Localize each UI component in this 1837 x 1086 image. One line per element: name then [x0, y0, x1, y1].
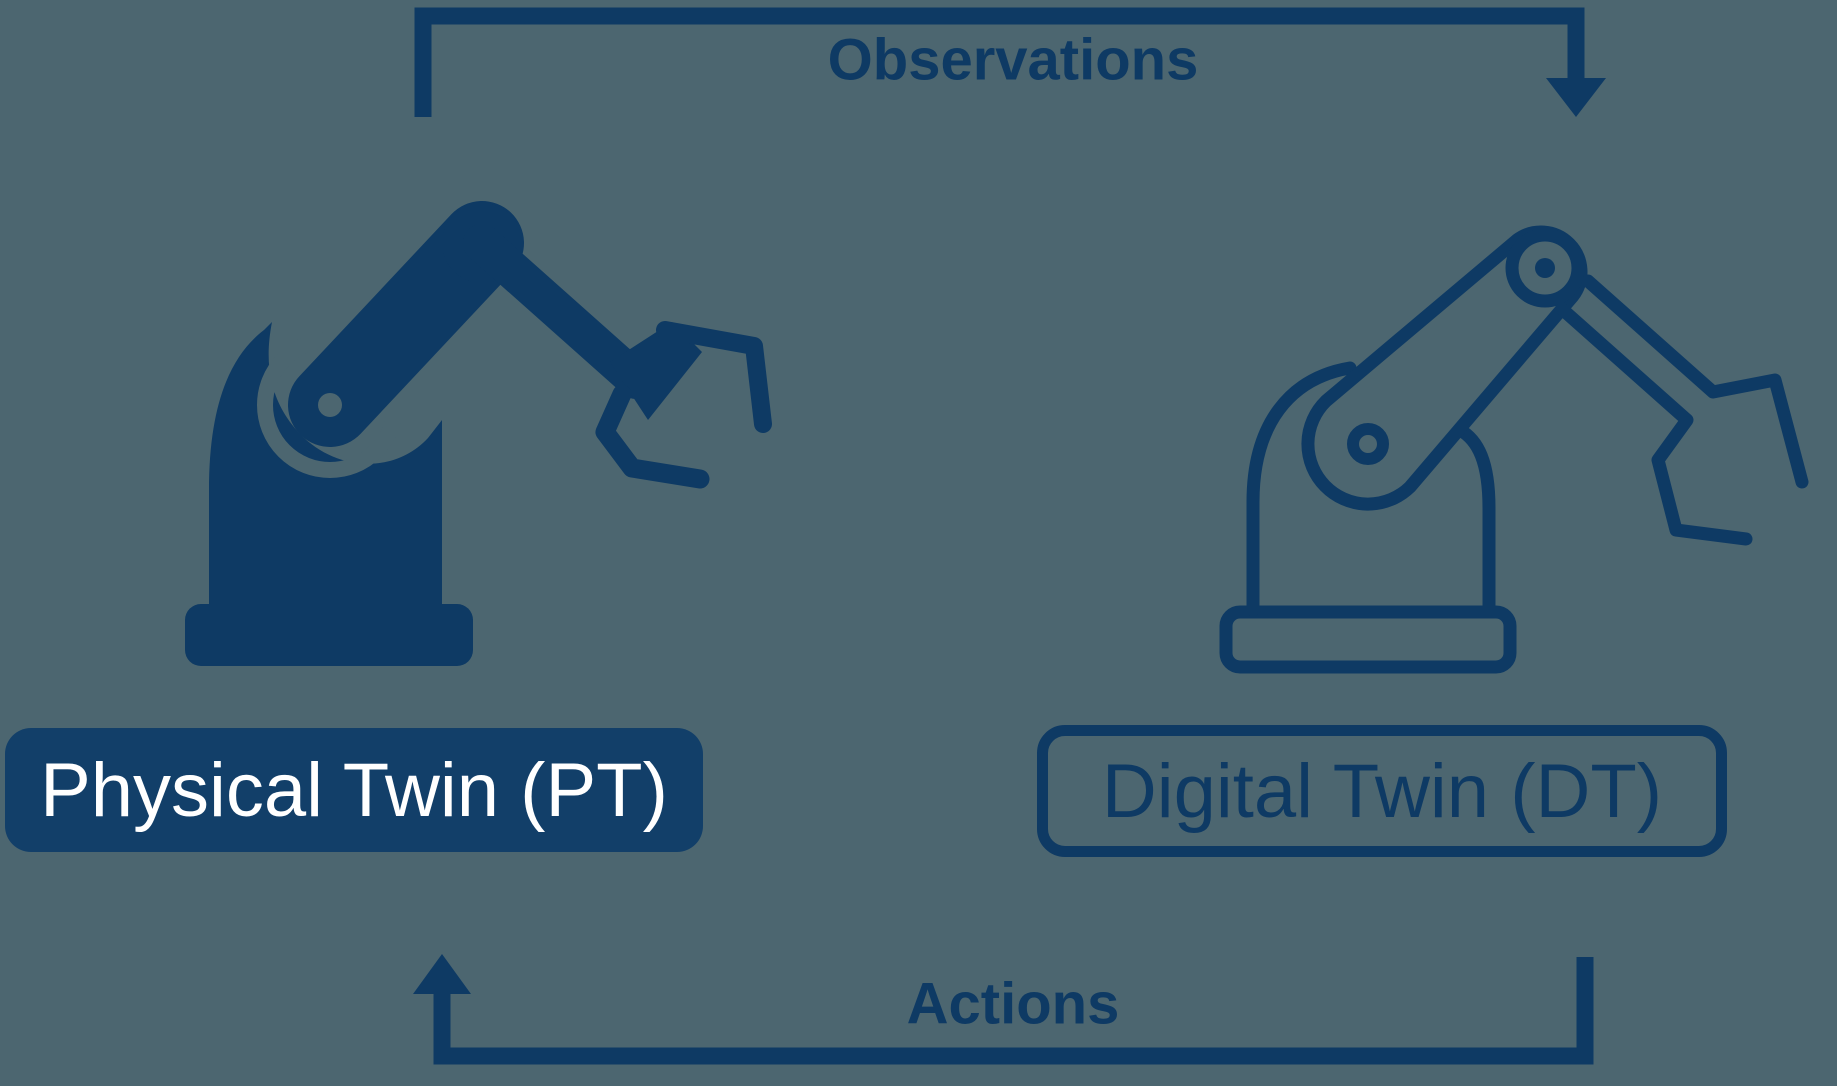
robot-forearm-upper-line: [1581, 274, 1809, 489]
robot-arm-outline-icon: [1219, 225, 1809, 674]
robot-forearm-lower-line: [1555, 302, 1753, 546]
robot-gripper-upper-claw: [656, 321, 772, 433]
digital-twin-box: Digital Twin (DT): [1037, 725, 1727, 857]
robot-pedestal: [185, 604, 473, 666]
robot-forearm: [463, 224, 655, 399]
actions-arrowhead-icon: [413, 954, 471, 994]
robot-pivot-hub: [318, 393, 342, 417]
physical-twin-box: Physical Twin (PT): [5, 728, 703, 852]
observations-arrowhead-icon: [1546, 78, 1606, 117]
robot-pedestal-outline: [1219, 605, 1517, 674]
physical-twin-label: Physical Twin (PT): [40, 747, 668, 833]
robot-joint-outline: [1505, 228, 1585, 308]
robot-pivot-outline: [1347, 423, 1389, 465]
actions-arrow: [413, 954, 1594, 1065]
robot-gripper-palm: [610, 322, 702, 420]
observations-arrow-line: [414, 7, 1585, 117]
observations-label: Observations: [827, 27, 1199, 93]
robot-joint-hub-dot: [1535, 258, 1555, 278]
digital-twin-label: Digital Twin (DT): [1101, 748, 1663, 834]
shoulder-gap: [257, 332, 403, 478]
actions-arrow-line: [433, 957, 1594, 1065]
observations-arrow: [414, 7, 1606, 117]
robot-base-left-edge: [1246, 361, 1357, 617]
robot-gripper-lower-claw: [595, 384, 710, 489]
robot-base-right-edge: [1453, 423, 1496, 617]
actions-label: Actions: [906, 971, 1120, 1037]
robot-arm-filled-icon: [185, 201, 772, 666]
